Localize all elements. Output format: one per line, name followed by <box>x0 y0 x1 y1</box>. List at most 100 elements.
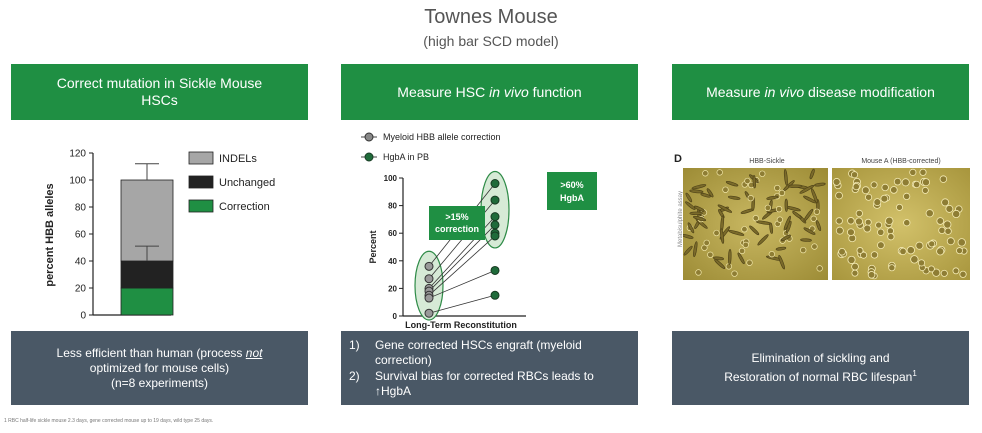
normal-cell <box>939 175 948 183</box>
panel-3-header-a: Measure <box>706 83 765 100</box>
micrographs <box>683 168 970 280</box>
y-axis-label: Percent <box>368 230 378 263</box>
sickle-cells <box>683 168 826 277</box>
panel-1-footer-line3: (n=8 experiments) <box>110 375 209 390</box>
panel-2-header-b: in vivo <box>489 83 529 100</box>
sickle-cell <box>784 198 789 212</box>
panel-3-footer-text: Elimination of sickling and Restoration … <box>724 351 917 385</box>
normal-cell <box>855 209 863 218</box>
footnote-marker: 1 <box>912 369 917 378</box>
sickle-cell <box>809 168 815 180</box>
sickle-cell <box>814 182 826 187</box>
normal-cell <box>925 209 934 218</box>
panel-1-footer-text: Less efficient than human (process not o… <box>57 346 263 391</box>
normal-cell <box>936 247 945 256</box>
normal-cell <box>957 238 966 247</box>
round-cell <box>811 243 818 250</box>
panel-3-footer-line2: Restoration of normal RBC lifespan1 <box>724 366 917 385</box>
normal-cell <box>877 241 885 250</box>
hgba-point <box>490 220 500 230</box>
normal-cells <box>832 168 968 280</box>
round-cell <box>731 270 738 277</box>
panel-3-header: Measure in vivo disease modification <box>672 64 969 120</box>
panel-1-footer-line1: Less efficient than human (process not <box>57 346 263 361</box>
normal-cell <box>896 203 903 211</box>
legend-label: Myeloid HBB allele correction <box>383 132 501 142</box>
y-tick-label: 80 <box>388 202 397 211</box>
normal-cell <box>940 269 948 277</box>
normal-cell <box>870 181 878 189</box>
normal-cell <box>946 237 955 246</box>
normal-cell <box>944 227 952 235</box>
sickle-cell <box>803 208 814 222</box>
normal-cell <box>852 182 860 191</box>
annotation-correction: >15% correction <box>429 206 485 240</box>
panel-3-footer: Elimination of sickling and Restoration … <box>672 331 969 405</box>
myeloid-point <box>424 261 434 271</box>
microscopy-figure: D HBB-Sickle Mouse A (HBB-corrected) Met… <box>672 146 970 296</box>
normal-cell <box>909 168 917 176</box>
legend-marker <box>364 152 374 162</box>
sickle-cell <box>815 219 822 232</box>
normal-cell <box>887 233 895 241</box>
y-tick-label: 0 <box>393 312 398 321</box>
sickle-cell <box>691 184 707 190</box>
round-cell <box>813 208 821 215</box>
normal-cell <box>941 198 950 207</box>
footnote: 1 RBC half-life sickle mouse 2.3 days, g… <box>4 418 214 424</box>
page-title: Townes Mouse <box>424 6 558 28</box>
y-tick-label: 100 <box>384 174 398 183</box>
panel-1-footer-line2: optimized for mouse cells) <box>89 360 230 375</box>
panel-2-header: Measure HSC in vivo function <box>341 64 638 120</box>
legend-swatch <box>188 151 214 165</box>
y-tick-label: 80 <box>75 203 87 214</box>
sickle-cell <box>766 195 779 200</box>
myeloid-point <box>424 293 434 303</box>
legend-label: INDELs <box>219 153 257 165</box>
panel-3-header-text: Measure in vivo disease modification <box>706 84 935 101</box>
sickle-cell <box>685 201 696 210</box>
sickle-cell <box>757 234 769 246</box>
sickle-cell <box>683 234 694 239</box>
annotation-box <box>429 206 485 240</box>
sickle-cell <box>725 181 739 187</box>
round-cell <box>703 239 710 247</box>
legend-label: HgbA in PB <box>383 152 429 162</box>
round-cell <box>759 170 766 177</box>
sickle-cell <box>689 211 703 216</box>
normal-cell <box>847 217 855 225</box>
sickle-cell <box>712 256 725 261</box>
normal-cell <box>901 178 910 187</box>
hgba-point <box>490 212 500 222</box>
y-tick-label: 60 <box>75 230 87 241</box>
annotation-text: >15% <box>445 212 468 222</box>
sickle-cell <box>687 222 695 234</box>
annotation-box <box>547 172 597 210</box>
round-cell <box>722 186 729 193</box>
normal-cell <box>835 226 844 235</box>
normal-cell <box>936 217 945 225</box>
normal-cell <box>956 247 963 255</box>
round-cell <box>744 177 751 185</box>
panel-2-header-c: function <box>528 83 582 100</box>
round-cell <box>774 184 781 192</box>
normal-cell <box>893 177 902 186</box>
sickle-cell <box>799 185 815 194</box>
legend-swatch <box>188 199 214 213</box>
normal-cell <box>873 198 882 207</box>
hgba-point <box>490 179 500 189</box>
sickle-cell <box>693 205 705 212</box>
annotation-text: correction <box>435 224 479 234</box>
normal-cell <box>952 267 960 275</box>
normal-cell <box>938 226 946 235</box>
sickle-cell <box>706 188 714 198</box>
normal-cell <box>861 186 870 195</box>
panel-3-header-b: in vivo <box>764 83 805 100</box>
connection-line <box>428 270 496 299</box>
round-cell <box>778 189 786 197</box>
sickle-cell <box>752 175 757 189</box>
normal-cell <box>865 193 873 201</box>
normal-cell <box>860 251 868 259</box>
